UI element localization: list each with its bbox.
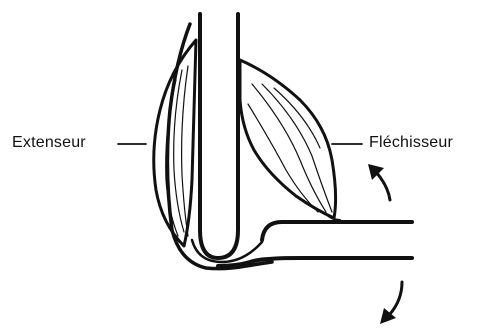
flexor-label: Fléchisseur	[369, 134, 453, 152]
extensor-muscle	[154, 40, 196, 246]
extension-arrow-shaft	[390, 282, 402, 314]
flexion-arrow-shaft	[376, 172, 390, 200]
forearm-bone-top	[262, 222, 412, 240]
extensor-label: Extenseur	[12, 134, 86, 152]
elbow-outer-curve	[167, 24, 272, 269]
flexor-muscle	[240, 60, 336, 218]
